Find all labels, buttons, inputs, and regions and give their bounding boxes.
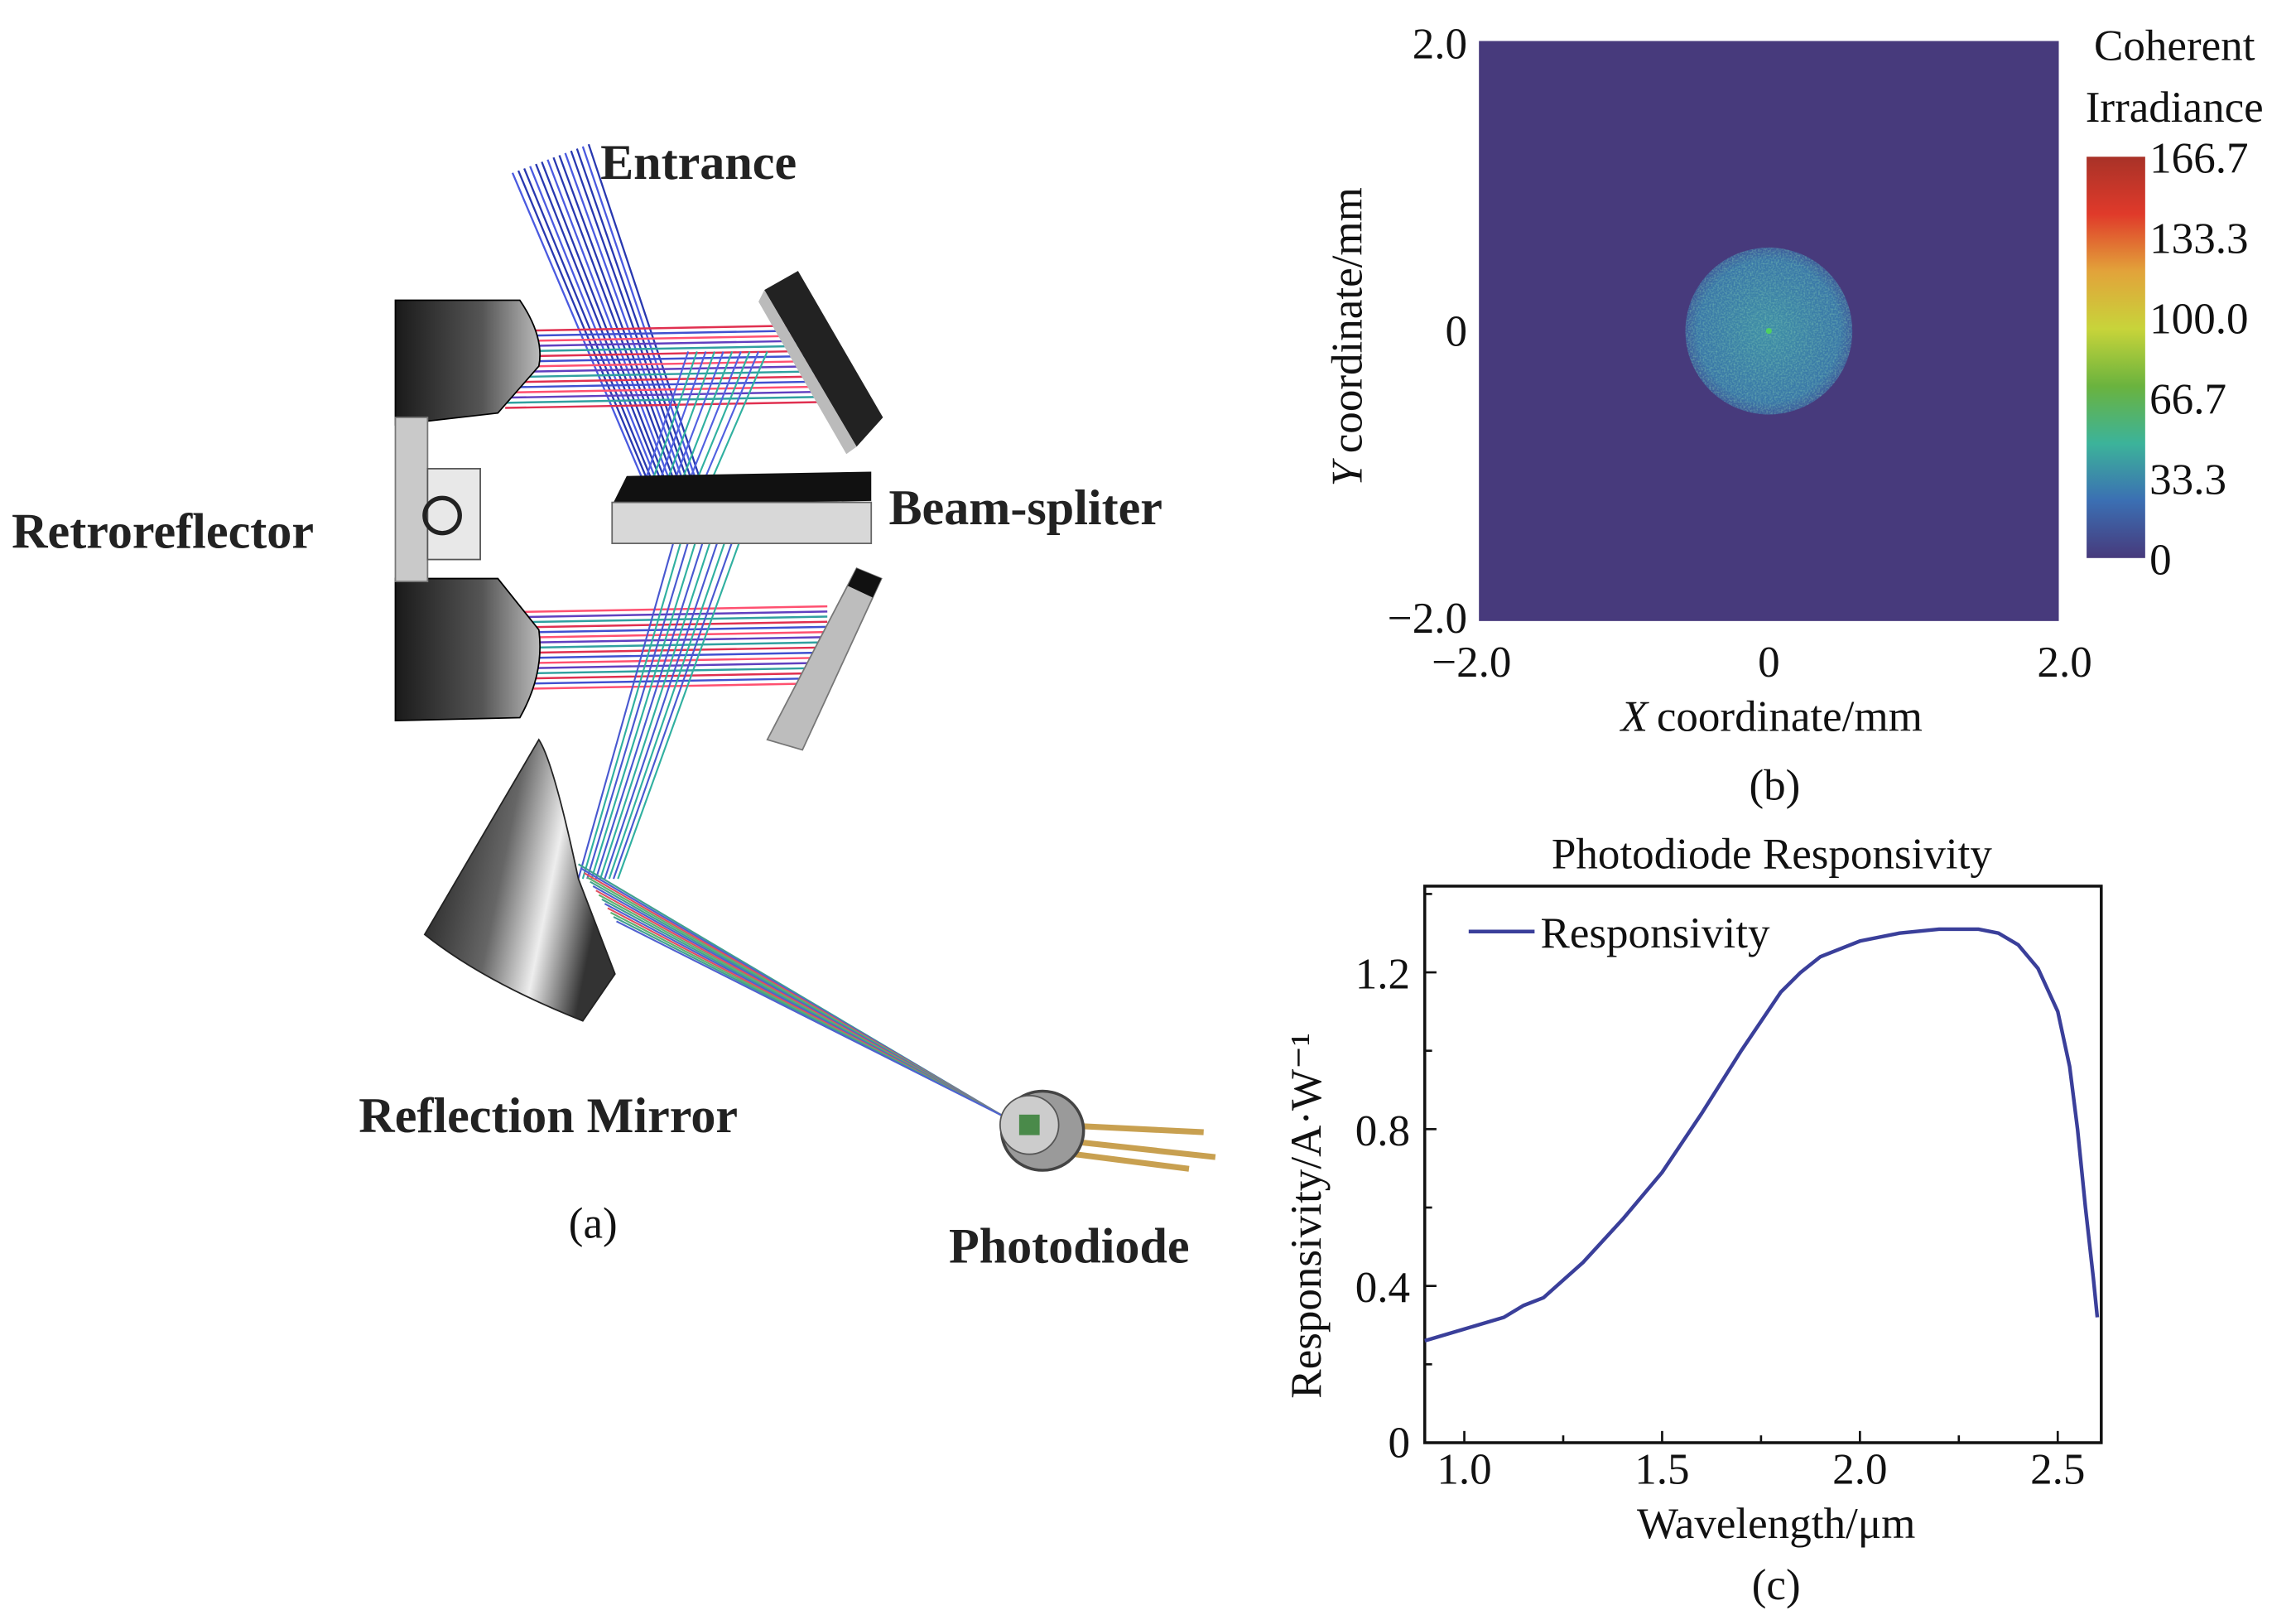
colorbar-tick-label: 66.7 <box>2149 375 2226 423</box>
y-tick-mid: 0 <box>1446 307 1468 355</box>
ray <box>505 682 828 691</box>
ray <box>541 162 667 485</box>
ray <box>505 677 828 686</box>
ray <box>505 620 828 629</box>
ray <box>505 334 821 343</box>
lower-mirror <box>766 567 883 751</box>
ray <box>505 656 828 665</box>
ray <box>581 146 698 484</box>
caption-a: (a) <box>569 1199 618 1247</box>
ray <box>570 150 690 484</box>
y-tick-label: 1.2 <box>1355 951 1410 999</box>
reflection-mirror <box>423 738 616 1022</box>
x-tick-left: −2.0 <box>1432 639 1511 687</box>
x-tick-mid: 0 <box>1758 639 1780 687</box>
ray <box>552 157 676 485</box>
x-tick-label: 2.0 <box>1832 1445 1887 1493</box>
responsivity-chart: Photodiode Responsivity 1.0 1.5 2.0 2.5 0 0.4… <box>1283 831 2103 1609</box>
label-reflection-mirror: Reflection Mirror <box>359 1088 738 1144</box>
x-axis-title: Wavelength/μm <box>1637 1500 1915 1548</box>
ray <box>505 396 821 404</box>
optical-layout-illustration: Entrance Retroreflector Beam-spliter Ref… <box>12 135 1216 1274</box>
upper-mirror <box>764 271 883 447</box>
colorbar-tick-label: 0 <box>2149 536 2172 584</box>
colorbar-tick-label: 33.3 <box>2149 456 2226 504</box>
ray <box>505 641 828 649</box>
ray <box>505 625 828 634</box>
label-beam-splitter: Beam-spliter <box>888 480 1162 536</box>
x-tick-label: 1.5 <box>1634 1445 1689 1493</box>
ray <box>505 390 821 399</box>
retroreflector-ray-bundles <box>505 324 828 880</box>
ray <box>505 385 821 394</box>
ray <box>505 370 821 378</box>
chart-title: Photodiode Responsivity <box>1552 831 1992 879</box>
ray <box>535 163 663 485</box>
y-axis-title: Ycoordinate/mm <box>1324 187 1372 486</box>
ray <box>511 172 646 485</box>
ray <box>616 920 1004 1117</box>
ray <box>505 354 821 364</box>
ray <box>505 380 821 389</box>
ray <box>523 167 654 485</box>
ray <box>505 364 821 374</box>
y-axis-title: Responsivity/A·W⁻¹ <box>1283 1033 1331 1399</box>
ray <box>546 159 672 485</box>
ray <box>505 615 828 624</box>
ray <box>505 345 821 353</box>
ray <box>505 401 821 409</box>
colorbar-title-line1: Coherent <box>2094 22 2255 70</box>
ray <box>505 667 828 675</box>
ray <box>505 324 821 332</box>
detector-ray-fan <box>578 863 1004 1117</box>
y-tick-top: 2.0 <box>1413 21 1467 69</box>
y-tick-label: 0 <box>1389 1420 1411 1468</box>
label-photodiode: Photodiode <box>949 1218 1190 1274</box>
beam-splitter <box>611 471 873 544</box>
ray <box>505 375 821 383</box>
label-retroreflector: Retroreflector <box>12 504 314 559</box>
x-tick-right: 2.0 <box>2037 639 2091 687</box>
ray <box>529 166 659 485</box>
series-responsivity-line <box>1424 927 2100 1343</box>
ray <box>505 339 821 348</box>
ray <box>505 359 821 369</box>
ray <box>505 646 828 654</box>
x-tick-label: 1.0 <box>1437 1445 1491 1493</box>
y-tick-label: 0.4 <box>1355 1264 1410 1312</box>
colorbar-tick-label: 133.3 <box>2149 215 2248 263</box>
y-tick-bottom: −2.0 <box>1388 595 1467 643</box>
ray <box>558 155 681 485</box>
colorbar-tick-label: 100.0 <box>2149 296 2248 344</box>
irradiance-peak <box>1765 328 1772 335</box>
ray <box>517 170 650 485</box>
ray <box>564 152 685 484</box>
ray <box>505 329 821 338</box>
ray <box>587 143 703 484</box>
ray <box>575 148 694 484</box>
legend-label: Responsivity <box>1540 909 1770 957</box>
ray <box>505 636 828 644</box>
photodiode-device <box>999 1089 1216 1172</box>
entrance-beam <box>511 143 703 485</box>
caption-c: (c) <box>1752 1561 1801 1609</box>
plot-frame <box>1422 885 2103 1444</box>
ray <box>505 662 828 670</box>
y-tick-label: 0.8 <box>1355 1107 1410 1155</box>
retroreflector <box>394 299 542 722</box>
colorbar-tick-label: 166.7 <box>2149 135 2248 183</box>
colorbar <box>2087 157 2145 558</box>
ray <box>505 605 828 614</box>
caption-b: (b) <box>1749 762 1800 810</box>
x-tick-label: 2.5 <box>2030 1445 2085 1493</box>
colorbar-title-line2: Irradiance <box>2086 84 2264 132</box>
label-entrance: Entrance <box>600 135 797 190</box>
